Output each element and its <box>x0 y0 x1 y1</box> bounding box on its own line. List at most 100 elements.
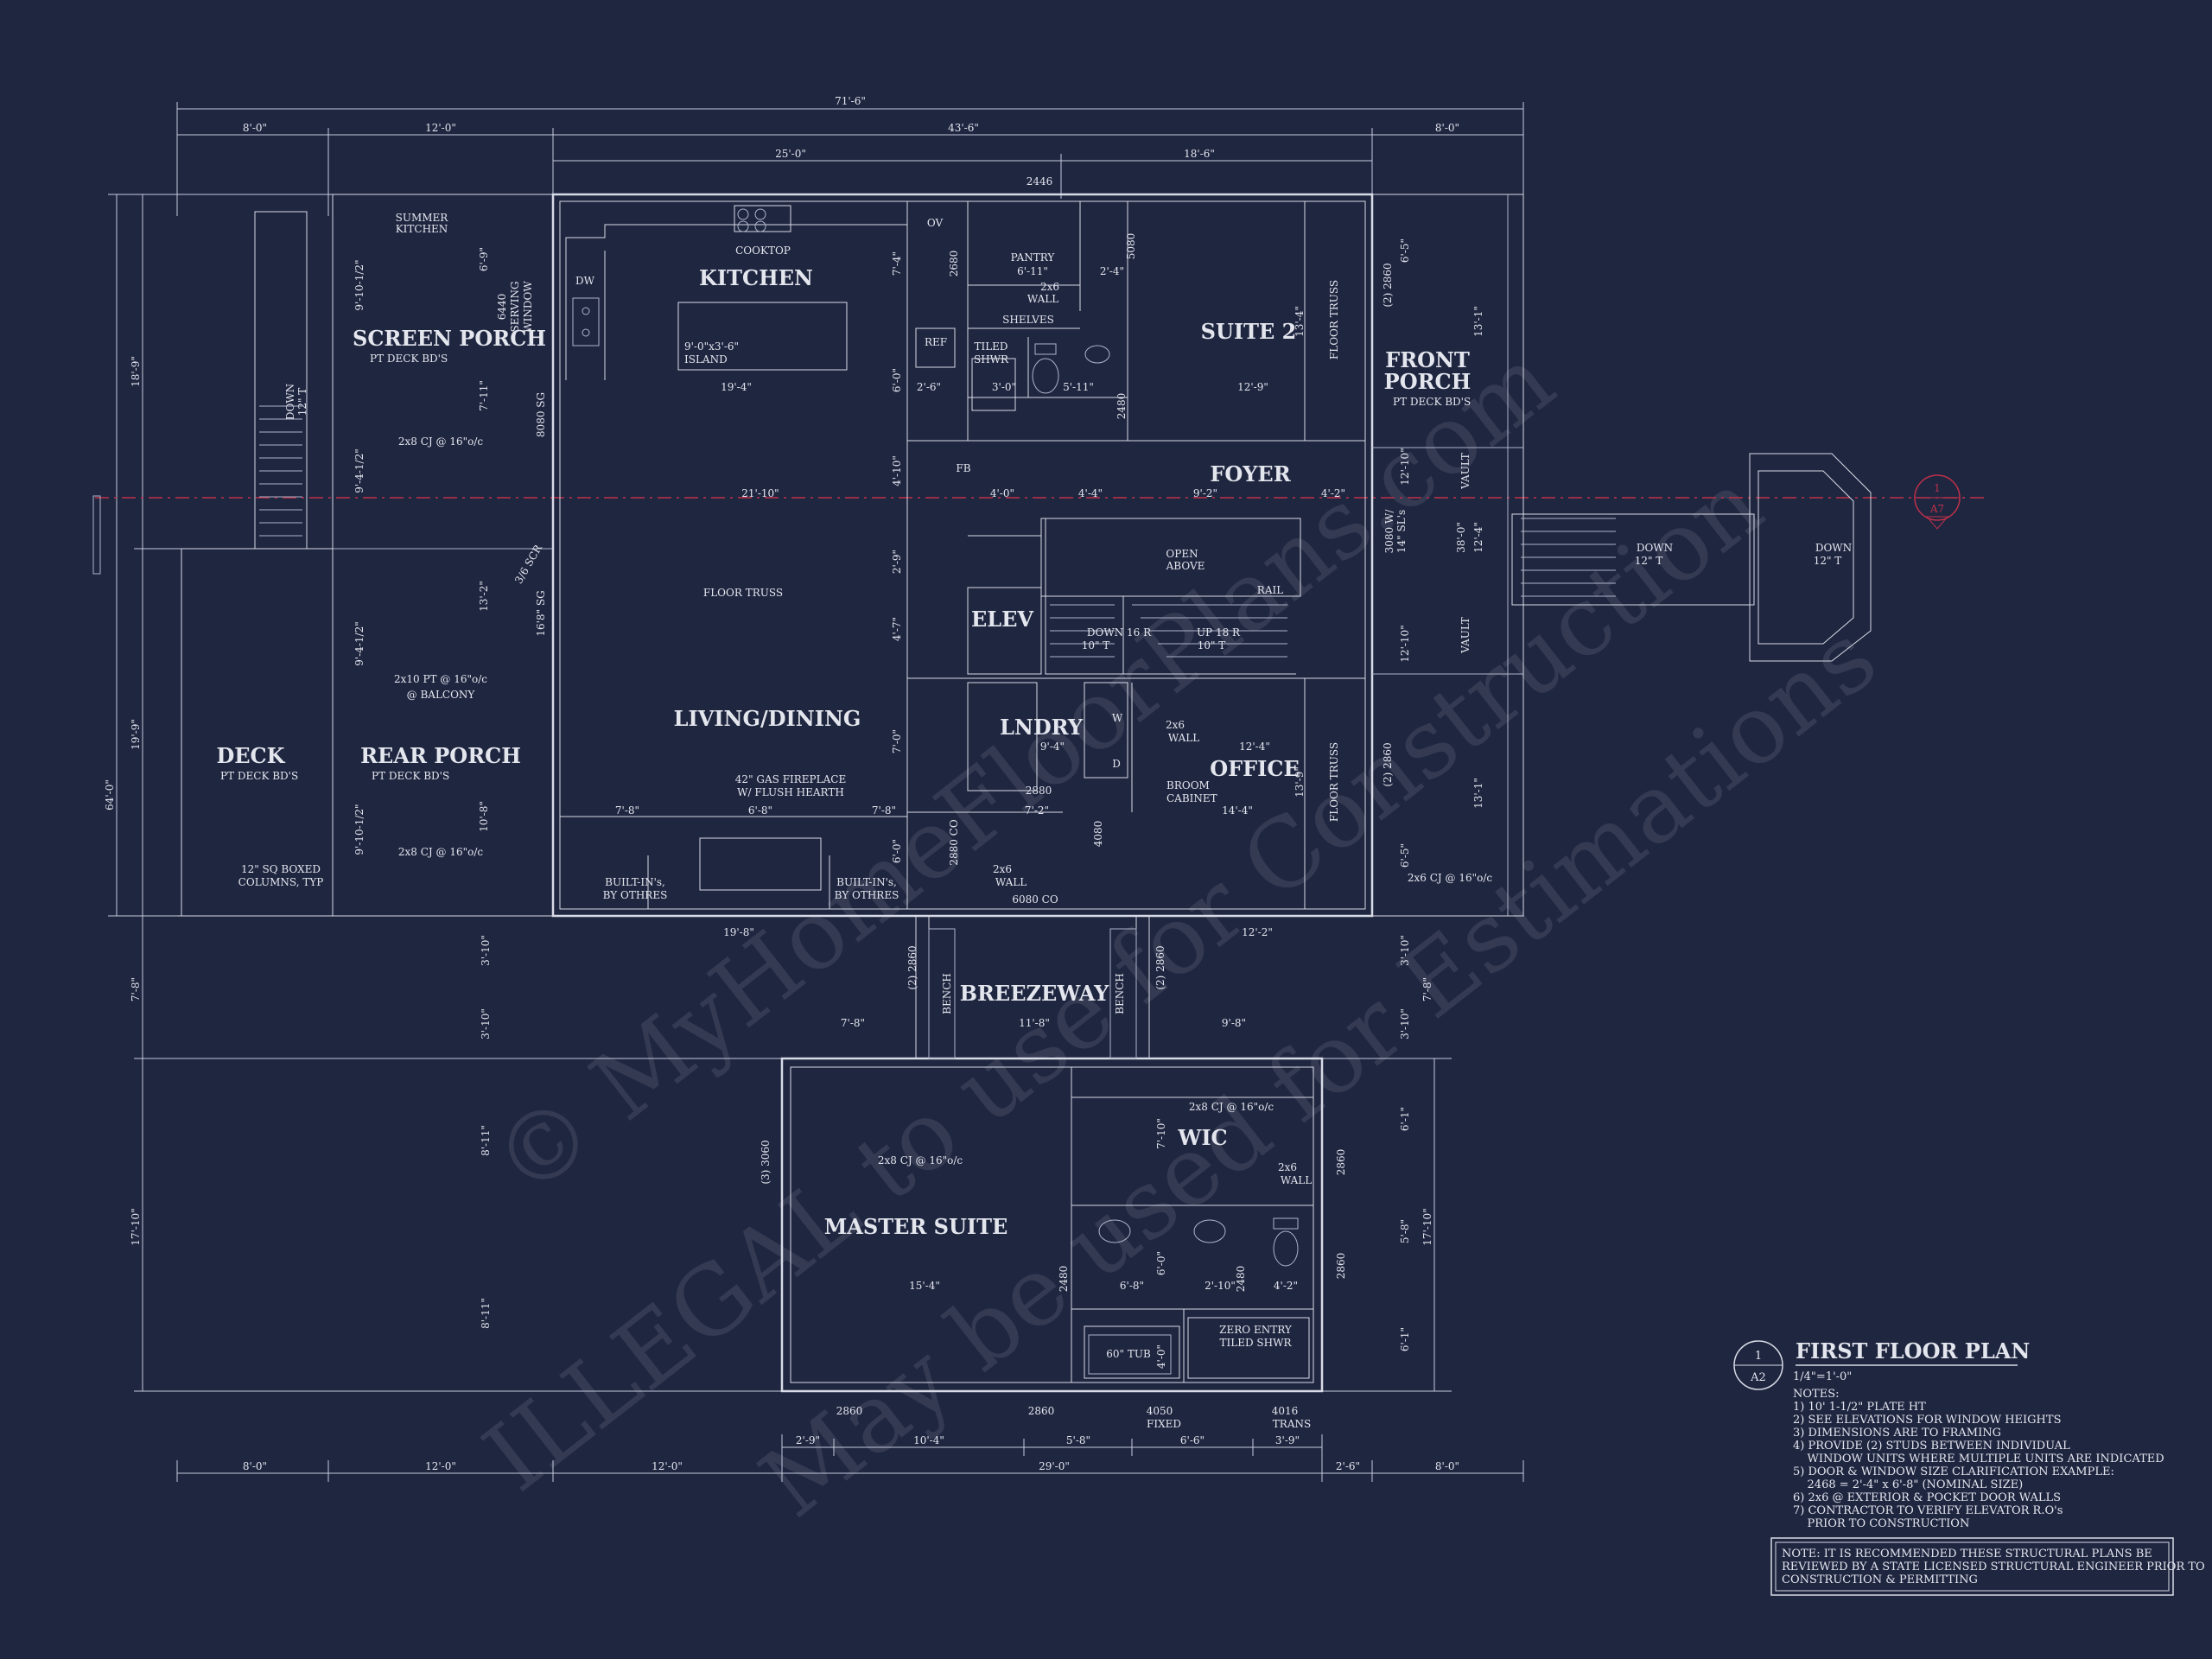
opening-2860-office: (2) 2860 <box>1382 742 1394 786</box>
title-block: 1 A2 FIRST FLOOR PLAN 1/4"=1'-0" NOTES: … <box>1733 1338 2205 1596</box>
label-3080: 3080 W/ <box>1383 509 1395 554</box>
interior-dims: 19'-4" 12'-9" 21'-10" 4'-0" 4'-4" 9'-2" … <box>615 265 1345 1292</box>
room-foyer: FOYER <box>1210 461 1291 486</box>
dim-w-4-0: 4'-0" <box>1155 1344 1167 1369</box>
dim-l-7-8: 7'-8" <box>615 804 639 817</box>
label-2x6-a: 2x6 <box>1040 281 1059 293</box>
label-shelves: SHELVES <box>1002 314 1054 326</box>
dim-l-6-8: 6'-8" <box>748 804 772 817</box>
dim-s2-13-1: 13'-1" <box>1472 306 1484 337</box>
opening-4050: 4050 <box>1147 1405 1173 1417</box>
room-office: OFFICE <box>1210 756 1300 781</box>
label-summer-kitchen-1: SUMMER <box>396 212 449 224</box>
label-floor-truss-living: FLOOR TRUSS <box>703 587 783 599</box>
opening-2860-suite: (2) 2860 <box>1382 263 1394 307</box>
label-10t-b: 10" T <box>1198 639 1226 652</box>
dim-k-7-4: 7'-4" <box>891 251 903 276</box>
label-builtins-right-1: BUILT-IN's, <box>836 876 897 888</box>
dim-s-6-9: 6'-9" <box>478 247 490 271</box>
dim-ms-8-11: 8'-11" <box>480 1125 492 1156</box>
label-pt-deck-front: PT DECK BD'S <box>1393 396 1471 408</box>
dim-bz-3-10: 3'-10" <box>480 935 492 966</box>
label-bench-right: BENCH <box>1114 973 1126 1014</box>
stair-treads <box>259 405 1616 658</box>
label-12t-rear: 12" T <box>296 388 308 416</box>
dim-m-15-4: 15'-4" <box>909 1280 940 1292</box>
dim-s-9-10-b: 9'-10-1/2" <box>353 804 365 855</box>
dim-w-6-0: 6'-0" <box>1155 1251 1167 1275</box>
section-marker-num: 1 <box>1934 482 1941 494</box>
label-builtins-left-1: BUILT-IN's, <box>605 876 665 888</box>
label-ref: REF <box>925 336 947 348</box>
dim-rm-5-8: 5'-8" <box>1399 1219 1411 1243</box>
dim-bw-6-6: 6'-6" <box>1180 1434 1205 1446</box>
dim-top-e: 25'-0" <box>775 148 806 160</box>
dim-w-7-10: 7'-10" <box>1155 1118 1167 1149</box>
room-front-porch-1: FRONT <box>1385 347 1470 372</box>
label-cj-front: 2x6 CJ @ 16"o/c <box>1408 872 1493 884</box>
section-marker: 1 A7 <box>1914 474 1961 530</box>
dim-k-2-9: 2'-9" <box>891 550 903 574</box>
dim-l-21-10: 21'-10" <box>741 487 779 499</box>
label-pt-deck-deck: PT DECK BD'S <box>220 770 298 782</box>
label-dryer: D <box>1112 758 1121 770</box>
dim-fp-38: 38'-0" <box>1455 522 1467 553</box>
dim-f-4-0: 4'-0" <box>990 487 1014 499</box>
dim-b-19-8: 19'-8" <box>723 926 754 938</box>
dim-b-12-2: 12'-2" <box>1242 926 1273 938</box>
label-2880-co: 2880 CO <box>948 819 960 866</box>
label-island-2: ISLAND <box>684 353 728 365</box>
dim-top-a: 8'-0" <box>243 122 267 134</box>
room-labels: KITCHEN SCREEN PORCH SUITE 2 FRONT PORCH… <box>216 265 1471 1239</box>
label-pt-2x10: 2x10 PT @ 16"o/c <box>394 673 487 685</box>
box-note-3: CONSTRUCTION & PERMITTING <box>1782 1573 1978 1586</box>
dim-left-7-8: 7'-8" <box>130 977 142 1001</box>
dim-l-7-2: 7'-2" <box>1025 804 1049 817</box>
label-sls: 14" SL's <box>1395 510 1408 553</box>
label-summer-kitchen-2: KITCHEN <box>396 223 448 235</box>
dim-rm-6-1b: 6'-1" <box>1399 1327 1411 1351</box>
dim-k-6-0: 6'-0" <box>891 368 903 392</box>
front-entry-stair <box>1511 453 1872 662</box>
label-builtins-right-2: BY OTHRES <box>835 889 899 901</box>
label-fb: FB <box>956 462 970 474</box>
label-trans: TRANS <box>1273 1418 1311 1430</box>
room-elev: ELEV <box>971 607 1033 632</box>
opening-2880: 2880 <box>1026 785 1052 797</box>
opening-2860-bot-b: 2860 <box>1028 1405 1055 1417</box>
room-breezeway: BREEZEWAY <box>960 981 1109 1006</box>
dim-k-19-4: 19'-4" <box>721 381 752 393</box>
dim-bw-5-8: 5'-8" <box>1066 1434 1090 1446</box>
label-vault-2: VAULT <box>1459 617 1471 654</box>
dim-left-17-10: 17'-10" <box>130 1208 142 1245</box>
right-dimensions: 7'-8" 17'-10" <box>1322 977 1452 1392</box>
label-12t-front: 12" T <box>1635 555 1663 567</box>
opening-2860-bot-a: 2860 <box>836 1405 863 1417</box>
label-floor-truss-suite: FLOOR TRUSS <box>1328 280 1340 359</box>
dim-o-12-4: 12'-4" <box>1239 741 1270 753</box>
room-living-dining: LIVING/DINING <box>674 706 861 731</box>
opening-4016: 4016 <box>1272 1405 1299 1417</box>
dim-right-7-8: 7'-8" <box>1421 977 1433 1001</box>
label-boxed-2: COLUMNS, TYP <box>238 876 324 888</box>
opening-2480-master: 2480 <box>1058 1266 1070 1293</box>
opening-2860-bzl: (2) 2860 <box>906 945 918 989</box>
dim-o-6-5: 6'-5" <box>1399 238 1411 263</box>
dim-s-7-11: 7'-11" <box>478 380 490 411</box>
label-down-entry: DOWN <box>1815 542 1852 554</box>
dim-rm-3-10b: 3'-10" <box>1399 1008 1411 1039</box>
watermark-line-3: May be used for Estimations <box>741 601 1896 1538</box>
opening-callouts: 2446 2680 5080 2480 (2) 2860 (2) 2860 (2… <box>760 175 1394 1417</box>
room-wic: WIC <box>1177 1125 1227 1150</box>
dim-s2-13-4: 13'-4" <box>1294 306 1306 337</box>
label-2x6-lndry: 2x6 <box>1166 719 1185 731</box>
left-dimensions: 18'-9" 19'-9" 64'-0" 7'-8" 17'-10" <box>104 194 782 1392</box>
notes-header: NOTES: <box>1793 1388 1839 1401</box>
note-4b: WINDOW UNITS WHERE MULTIPLE UNITS ARE IN… <box>1793 1452 2164 1465</box>
opening-2860-bzr: (2) 2860 <box>1154 945 1166 989</box>
label-serving-1: 6440 <box>496 294 508 321</box>
opening-4080: 4080 <box>1092 821 1104 848</box>
opening-2680-a: 2680 <box>948 251 960 277</box>
bottom-dimensions: 8'-0" 12'-0" 12'-0" 29'-0" 2'-6" 8'-0" 2… <box>176 1434 1524 1482</box>
master-wing-walls <box>780 915 1324 1393</box>
